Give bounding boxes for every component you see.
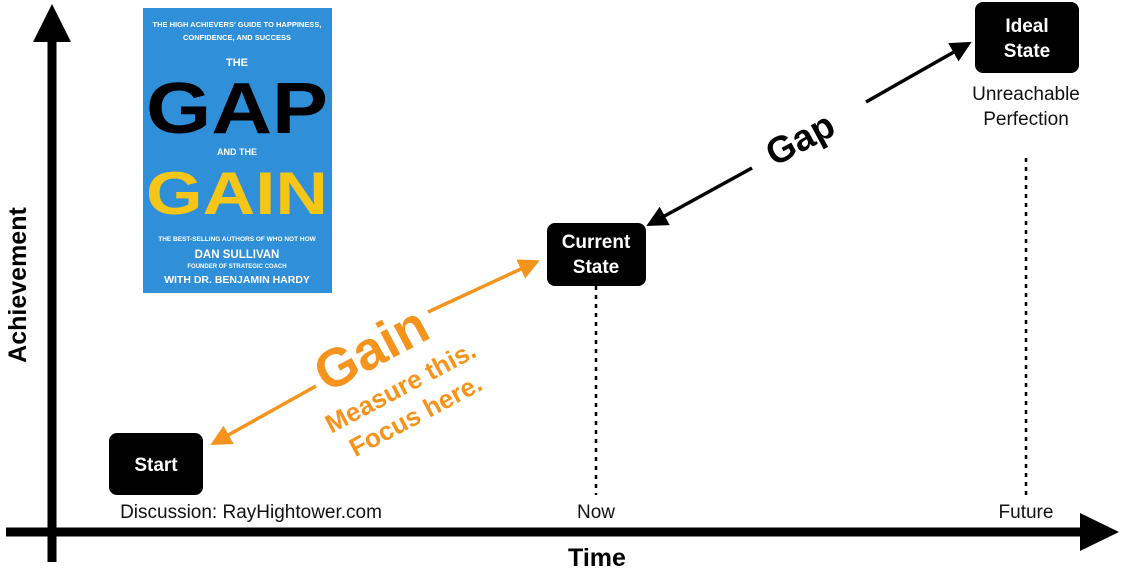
- y-axis-arrowhead: [33, 4, 71, 42]
- book-author-1-role: FOUNDER OF STRATEGIC COACH: [187, 264, 286, 270]
- gain-arrow-upper: [427, 259, 540, 314]
- gap-arrow-upper: [865, 41, 972, 104]
- current-state-label-1: Current: [562, 232, 631, 253]
- ideal-state-node: Ideal State: [975, 2, 1079, 73]
- book-author-1: DAN SULLIVAN: [195, 249, 280, 261]
- x-axis-arrowhead: [1080, 513, 1119, 551]
- y-axis-title: Achievement: [4, 207, 32, 363]
- current-state-label-2: State: [573, 257, 619, 278]
- gap-arrow-lower: [646, 166, 753, 227]
- ideal-state-label-2: State: [1004, 41, 1050, 62]
- now-caption: Now: [577, 502, 615, 523]
- book-authors-note: THE BEST-SELLING AUTHORS OF WHO NOT HOW: [158, 236, 316, 243]
- book-gap-word: GAP: [146, 69, 328, 149]
- gain-annotation: Gain Measure this. Focus here.: [304, 294, 487, 462]
- future-caption: Future: [999, 502, 1054, 523]
- book-and-the: AND THE: [217, 147, 257, 157]
- unreachable-caption-1: Unreachable: [972, 84, 1080, 105]
- start-node: Start: [109, 433, 203, 495]
- book-cover-image: THE HIGH ACHIEVERS' GUIDE TO HAPPINESS, …: [143, 8, 332, 293]
- discussion-caption: Discussion: RayHightower.com: [120, 502, 382, 523]
- gain-arrow-lower: [210, 384, 317, 446]
- book-tagline-2: CONFIDENCE, AND SUCCESS: [183, 33, 291, 42]
- gap-label: Gap: [759, 104, 842, 174]
- ideal-state-label-1: Ideal: [1005, 16, 1048, 37]
- current-state-node: Current State: [547, 223, 646, 286]
- book-the: THE: [226, 57, 248, 69]
- book-tagline-1: THE HIGH ACHIEVERS' GUIDE TO HAPPINESS,: [153, 20, 322, 29]
- book-author-2: WITH DR. BENJAMIN HARDY: [164, 274, 310, 286]
- book-gain-word: GAIN: [146, 160, 328, 227]
- start-node-label: Start: [134, 455, 178, 476]
- x-axis-title: Time: [568, 544, 626, 572]
- unreachable-caption-2: Perfection: [983, 109, 1069, 130]
